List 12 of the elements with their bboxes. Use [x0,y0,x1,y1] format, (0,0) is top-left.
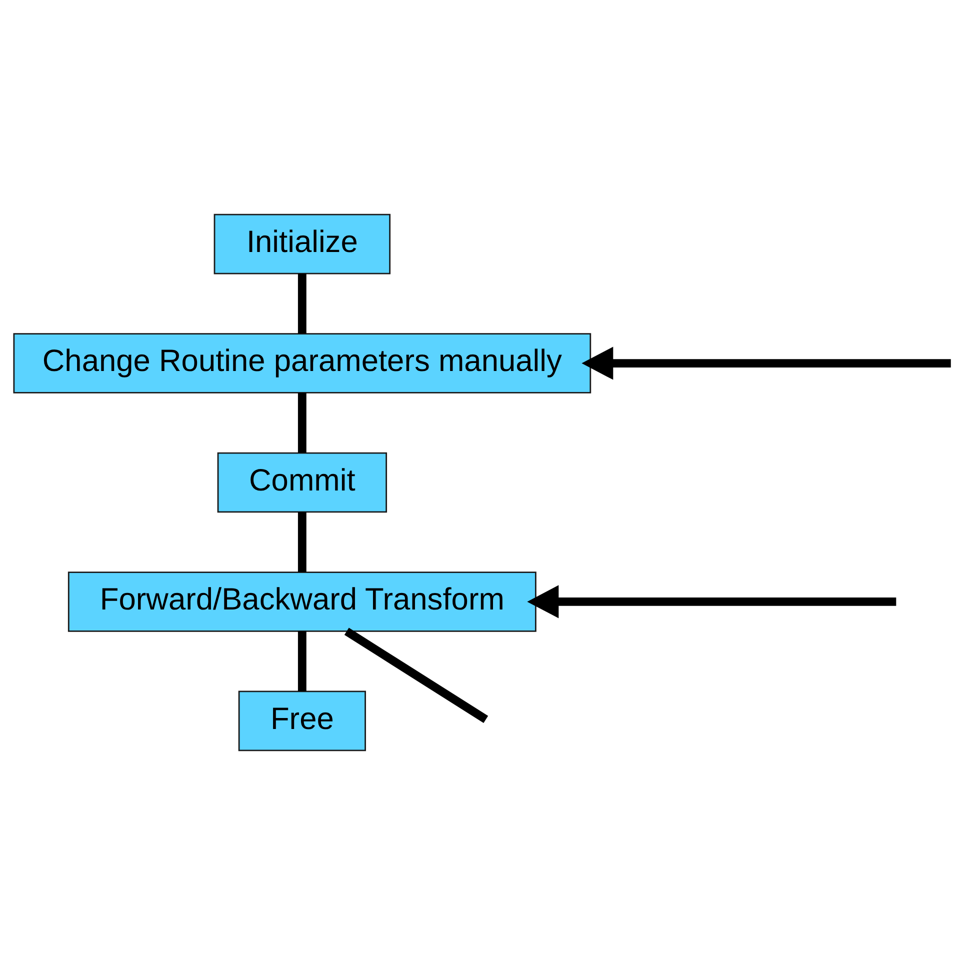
node-box: Initialize [214,213,391,274]
node-box: Free [238,690,366,751]
connector [298,630,306,691]
arrow [527,584,896,618]
node-box: Change Routine parameters manually [13,332,592,393]
connector [298,273,306,334]
connector [298,512,306,572]
arrow [582,346,951,380]
connector [344,627,488,723]
connector [298,392,306,452]
node-box: Commit [217,452,388,512]
node-box: Forward/Backward Transform [68,571,536,632]
